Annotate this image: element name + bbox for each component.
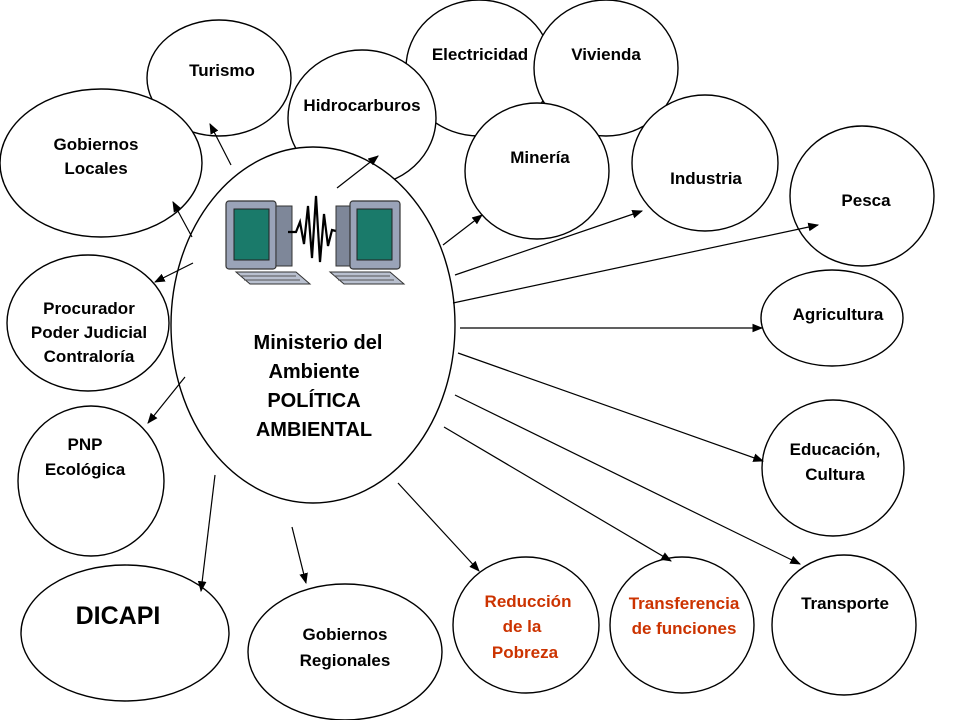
node-agricultura-label: Agricultura <box>793 305 884 324</box>
node-educacion-shape <box>761 399 905 537</box>
node-pesca-shape <box>789 125 935 267</box>
node-mineria-label: Minería <box>510 148 570 167</box>
arrow-pnp <box>147 376 186 424</box>
node-gobiernos-locales-label-1: Gobiernos <box>53 135 138 154</box>
node-transporte-shape <box>771 554 917 696</box>
right-computer-icon <box>328 200 406 285</box>
node-pnp-label-2: Ecológica <box>45 460 126 479</box>
arrow-transporte <box>454 394 801 565</box>
node-pesca-label: Pesca <box>841 191 891 210</box>
center-line-3: POLÍTICA <box>267 389 360 412</box>
arrow-reduccion <box>397 482 480 572</box>
arrow-dicapi <box>197 474 216 593</box>
node-turismo-shape <box>146 19 292 137</box>
node-gobiernos-locales-label-2: Locales <box>64 159 127 178</box>
node-gobiernos-regionales-label-2: Regionales <box>300 651 391 670</box>
node-turismo-label: Turismo <box>189 61 255 80</box>
node-transferencia-label-1: Transferencia <box>629 594 740 613</box>
node-procurador-label-1: Procurador <box>43 299 135 318</box>
node-procurador-shape <box>6 254 170 392</box>
node-transferencia-shape <box>609 556 755 694</box>
arrow-hidrocarburos <box>336 155 379 189</box>
node-transporte-label: Transporte <box>801 594 889 613</box>
node-hidrocarburos-label: Hidrocarburos <box>303 96 420 115</box>
arrow-industria <box>454 210 644 276</box>
connector-arrows <box>147 123 820 593</box>
arrow-procurador <box>154 262 194 283</box>
node-educacion-label-2: Cultura <box>805 465 865 484</box>
node-electricidad-label: Electricidad <box>432 45 528 64</box>
arrow-turismo <box>209 123 232 166</box>
node-vivienda-shape <box>533 0 679 137</box>
node-dicapi-label: DICAPI <box>76 602 161 630</box>
node-reduccion-shape <box>452 556 600 694</box>
node-gobiernos-regionales-shape <box>247 583 443 720</box>
node-transferencia-label-2: de funciones <box>632 619 737 638</box>
center-title: Ministerio del Ambiente POLÍTICA AMBIENT… <box>254 332 383 441</box>
node-pnp-shape <box>17 405 165 557</box>
node-dicapi-shape <box>20 564 230 702</box>
node-gobiernos-regionales-label-1: Gobiernos <box>302 625 387 644</box>
node-educacion-label-1: Educación, <box>790 440 881 459</box>
arrow-mineria <box>442 214 483 246</box>
node-reduccion-label-1: Reducción <box>485 592 572 611</box>
node-gobiernos-locales-shape <box>0 88 203 238</box>
node-reduccion-label-2: de la <box>503 617 542 636</box>
node-industria-label: Industria <box>670 169 742 188</box>
node-procurador-label-3: Contraloría <box>44 347 135 366</box>
arrow-gobiernos-locales <box>172 201 193 238</box>
node-procurador-label-2: Poder Judicial <box>31 323 147 342</box>
node-mineria-shape <box>464 102 610 240</box>
waveform-icon <box>288 195 341 263</box>
center-line-4: AMBIENTAL <box>256 419 372 441</box>
arrow-transferencia <box>443 426 672 562</box>
left-computer-icon <box>225 200 312 285</box>
node-agricultura-shape <box>760 269 904 367</box>
node-industria-shape <box>631 94 779 232</box>
arrow-educacion <box>457 352 765 462</box>
node-pnp-label-1: PNP <box>68 435 103 454</box>
arrow-gobiernos-regionales <box>291 526 308 585</box>
center-line-1: Ministerio del <box>254 332 383 354</box>
arrow-pesca <box>452 222 820 304</box>
node-reduccion-label-3: Pobreza <box>492 643 559 662</box>
center-ellipse <box>170 146 456 504</box>
center-line-2: Ambiente <box>268 361 359 383</box>
node-vivienda-label: Vivienda <box>571 45 641 64</box>
computers-waveform-icon <box>225 195 406 285</box>
